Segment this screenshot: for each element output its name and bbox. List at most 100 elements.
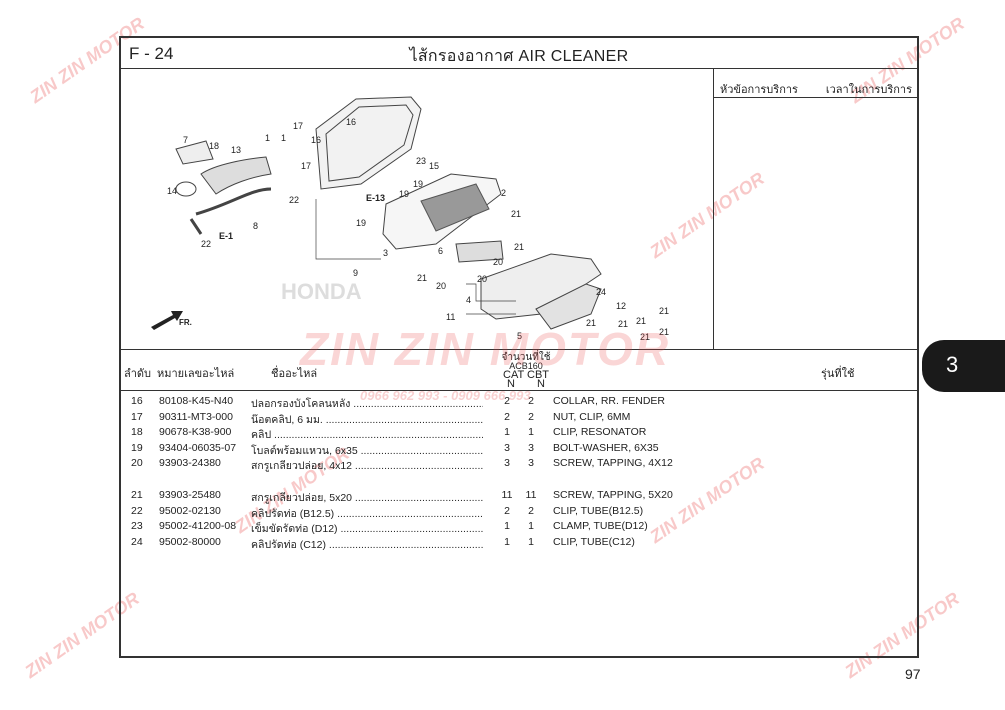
svg-text:5: 5 (517, 331, 522, 341)
row-cbt: 2 (528, 410, 534, 423)
row-part-no: 93903-25480 (159, 489, 221, 501)
table-row: 24 95002-80000 คลิปรัดท่อ (C12) 1 1 CLIP… (121, 535, 917, 553)
svg-text:21: 21 (417, 273, 427, 283)
row-part-no: 80108-K45-N40 (159, 395, 234, 407)
row-idx: 21 (131, 489, 143, 501)
fr-label: FR. (179, 318, 192, 327)
parts-page-frame: F - 24 ไส้กรองอากาศ AIR CLEANER (119, 36, 919, 658)
svg-text:19: 19 (356, 218, 366, 228)
chapter-tab[interactable]: 3 (922, 340, 1005, 392)
row-cbt: 11 (525, 489, 537, 501)
svg-text:17: 17 (301, 161, 311, 171)
header-qty-label: จำนวนที่ใช้ (501, 352, 551, 363)
svg-text:15: 15 (429, 161, 439, 171)
svg-text:1: 1 (281, 133, 286, 143)
row-cat: 11 (501, 489, 513, 501)
svg-text:9: 9 (353, 268, 358, 278)
service-time-header: เวลาในการบริการ (825, 84, 912, 96)
table-row: 19 93404-06035-07 โบลต์พร้อมแหวน, 6x35 3… (121, 441, 917, 459)
table-row: 16 80108-K45-N40 ปลอกรองบังโคลนหลัง 2 2 … (121, 395, 917, 412)
svg-text:21: 21 (511, 209, 521, 219)
row-name-en: COLLAR, RR. FENDER (553, 395, 666, 407)
svg-text:21: 21 (586, 318, 596, 328)
row-idx: 19 (131, 441, 143, 454)
row-part-no: 93404-06035-07 (159, 441, 237, 454)
row-name-en: CLAMP, TUBE(D12) (553, 520, 648, 532)
header-model: ACB160 (509, 361, 543, 371)
row-name-th: คลิปรัดท่อ (C12) (251, 536, 483, 553)
table-row: 18 90678-K38-900 คลิป 1 1 CLIP, RESONATO… (121, 426, 917, 441)
table-row: 21 93903-25480 สกรูเกลียวปล่อย, 5x20 11 … (121, 489, 917, 506)
svg-text:22: 22 (289, 195, 299, 205)
header-name: ชื่ออะไหล่ (271, 368, 318, 380)
row-cat: 1 (504, 426, 510, 438)
row-name-en: CLIP, TUBE(C12) (553, 535, 635, 548)
svg-text:20: 20 (436, 281, 446, 291)
row-name-th: เข็มขัดรัดท่อ (D12) (251, 520, 483, 537)
title-bar: F - 24 ไส้กรองอากาศ AIR CLEANER (121, 38, 917, 69)
table-row: 23 95002-41200-08 เข็มขัดรัดท่อ (D12) 1 … (121, 520, 917, 537)
row-part-no: 93903-24380 (159, 457, 221, 469)
ref-e13: E-13 (366, 193, 385, 203)
svg-text:7: 7 (183, 135, 188, 145)
row-part-no: 95002-41200-08 (159, 520, 237, 532)
svg-text:8: 8 (253, 221, 258, 231)
svg-text:22: 22 (201, 239, 211, 249)
row-idx: 18 (131, 426, 143, 438)
service-item-header: หัวข้อการบริการ (720, 84, 798, 96)
svg-text:2: 2 (501, 188, 506, 198)
row-cbt: 1 (528, 520, 534, 532)
row-idx: 24 (131, 535, 143, 548)
row-cbt: 2 (528, 504, 534, 517)
svg-text:21: 21 (640, 332, 650, 342)
page-title: ไส้กรองอากาศ AIR CLEANER (409, 48, 629, 65)
honda-watermark: HONDA (281, 279, 362, 304)
svg-text:18: 18 (209, 141, 219, 151)
row-name-en: NUT, CLIP, 6MM (553, 410, 631, 423)
row-name-th: น๊อตคลิป, 6 มม. (251, 411, 483, 428)
svg-text:21: 21 (618, 319, 628, 329)
svg-text:21: 21 (514, 242, 524, 252)
row-cat: 2 (504, 395, 510, 407)
svg-text:4: 4 (466, 295, 471, 305)
svg-text:16: 16 (311, 135, 321, 145)
row-cbt: 3 (528, 457, 534, 469)
row-cat: 3 (504, 457, 510, 469)
header-variant: รุ่นที่ใช้ (821, 368, 855, 380)
duct (455, 240, 504, 263)
svg-text:20: 20 (493, 257, 503, 267)
row-name-th: โบลต์พร้อมแหวน, 6x35 (251, 442, 483, 459)
resonator (175, 140, 214, 165)
header-part-no: หมายเลขอะไหล่ (157, 368, 235, 380)
row-name-en: BOLT-WASHER, 6X35 (553, 441, 659, 454)
figure-code: F - 24 (129, 44, 174, 63)
row-cat: 3 (504, 441, 510, 454)
header-idx: ลำดับ (124, 368, 152, 380)
row-name-en: CLIP, RESONATOR (553, 426, 647, 438)
row-part-no: 90678-K38-900 (159, 426, 232, 438)
page-number: 97 (905, 666, 921, 682)
watermark-center: ZIN ZIN MOTOR (300, 323, 671, 375)
svg-text:6: 6 (438, 246, 443, 256)
row-part-no: 90311-MT3-000 (159, 410, 233, 423)
svg-text:21: 21 (636, 316, 646, 326)
front-arrow-icon (151, 311, 183, 330)
svg-text:13: 13 (231, 145, 241, 155)
svg-text:12: 12 (616, 301, 626, 311)
svg-text:14: 14 (167, 186, 177, 196)
svg-text:1: 1 (265, 133, 270, 143)
row-idx: 17 (131, 410, 143, 423)
row-cat: 1 (504, 520, 510, 532)
row-cbt: 1 (528, 426, 534, 438)
row-cat: 2 (504, 504, 510, 517)
drain-hose (195, 187, 272, 216)
header-n1: N (507, 378, 515, 390)
table-row: 20 93903-24380 สกรูเกลียวปล่อย, 4x12 3 3… (121, 457, 917, 472)
row-name-th: ปลอกรองบังโคลนหลัง (251, 395, 483, 412)
row-idx: 23 (131, 520, 143, 532)
svg-text:11: 11 (446, 312, 455, 322)
service-column: หัวข้อการบริการ เวลาในการบริการ (713, 69, 918, 349)
row-name-th: สกรูเกลียวปล่อย, 5x20 (251, 489, 483, 506)
